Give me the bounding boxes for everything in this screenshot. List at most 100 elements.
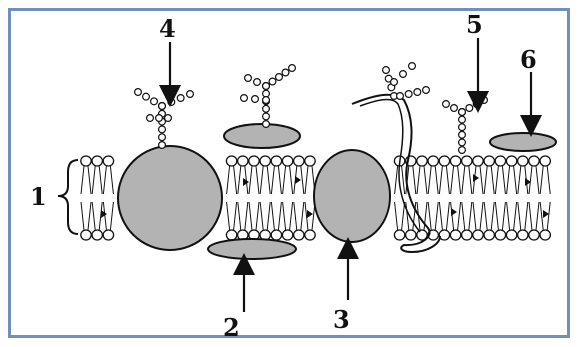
sugar-bead	[423, 87, 430, 94]
lipid-tail	[294, 202, 304, 230]
lipid-head	[226, 156, 236, 166]
integral-protein-center	[314, 150, 390, 242]
sugar-bead	[177, 95, 184, 102]
lipid-head	[226, 230, 236, 240]
lipid-head	[439, 230, 449, 240]
lipid-head	[439, 156, 449, 166]
lipid-head	[462, 156, 472, 166]
lipid-head	[540, 230, 550, 240]
lipid-tail	[529, 166, 539, 194]
lipid-head	[518, 230, 528, 240]
sugar-bead	[414, 89, 421, 96]
sugar-bead	[245, 75, 252, 82]
lipid-head	[394, 230, 404, 240]
lipid-tail	[271, 166, 281, 194]
lipid-tail	[495, 202, 505, 230]
lipid-head	[282, 230, 292, 240]
sugar-bead	[159, 142, 166, 149]
lipid-head	[417, 156, 427, 166]
lipid-head	[92, 230, 102, 240]
lipid-tail	[428, 202, 438, 230]
lipid-tail	[103, 202, 113, 230]
sugar-bead	[276, 74, 283, 81]
lipid-head	[81, 156, 91, 166]
lipid-tail	[518, 202, 528, 230]
sugar-bead	[159, 126, 166, 133]
sugar-bead	[252, 96, 259, 103]
lipid-head	[540, 156, 550, 166]
lipid-head	[473, 230, 483, 240]
sugar-bead	[481, 97, 488, 104]
lipid-head	[271, 156, 281, 166]
lipid-head	[484, 230, 494, 240]
lipid-head	[495, 230, 505, 240]
lipid-head	[450, 156, 460, 166]
sugar-bead	[263, 121, 270, 128]
sugar-bead	[263, 90, 270, 97]
lipid-tail	[260, 166, 270, 194]
sugar-bead	[383, 67, 390, 74]
lipid-tail	[238, 202, 248, 230]
sugar-bead	[400, 71, 407, 78]
label-4: 4	[159, 14, 176, 43]
lipid-tail	[507, 166, 517, 194]
lipid-head	[484, 156, 494, 166]
lipid-head	[305, 230, 315, 240]
sugar-bead	[165, 115, 172, 122]
sugar-bead	[263, 83, 270, 90]
lipid-tail	[451, 166, 461, 194]
sugar-bead	[151, 98, 158, 105]
lipid-tail	[484, 202, 494, 230]
sugar-bead	[143, 93, 150, 100]
lipid-head	[506, 156, 516, 166]
sugar-bead	[443, 101, 450, 108]
lipid-head	[103, 156, 113, 166]
lipid-tail	[507, 202, 517, 230]
lipid-tail	[451, 202, 461, 230]
lipid-tail	[484, 166, 494, 194]
lipid-head	[103, 230, 113, 240]
lipid-tail	[81, 202, 91, 230]
lipid-head	[260, 156, 270, 166]
lipid-head	[529, 156, 539, 166]
sugar-bead	[459, 147, 466, 154]
sugar-bead	[289, 65, 296, 72]
cholesterol-mark	[307, 210, 313, 218]
sugar-bead	[263, 97, 270, 104]
lipid-head	[450, 230, 460, 240]
sugar-bead	[397, 93, 404, 100]
lipid-tail	[428, 166, 438, 194]
lipid-tail	[473, 202, 483, 230]
lipid-head	[238, 156, 248, 166]
lipid-head	[249, 156, 259, 166]
lipid-head	[518, 156, 528, 166]
lipid-head	[529, 230, 539, 240]
cholesterol-mark	[543, 210, 549, 218]
sugar-bead	[459, 139, 466, 146]
sugar-bead	[459, 116, 466, 123]
lipid-head	[305, 156, 315, 166]
lipid-tail	[227, 202, 237, 230]
sugar-bead	[156, 115, 163, 122]
lipid-tail	[92, 202, 102, 230]
sugar-bead	[187, 91, 194, 98]
sugar-bead	[263, 105, 270, 112]
label-5: 5	[466, 10, 483, 39]
lipid-tail	[439, 166, 449, 194]
lipid-head	[462, 230, 472, 240]
lipid-tail	[271, 202, 281, 230]
lipid-tail	[283, 202, 293, 230]
peripheral-protein-bottom	[208, 239, 296, 259]
lipid-tail	[462, 166, 472, 194]
lipid-tail	[92, 166, 102, 194]
lipid-head	[294, 156, 304, 166]
cholesterol-mark	[451, 208, 457, 216]
lipid-head	[506, 230, 516, 240]
sugar-bead	[241, 95, 248, 102]
lipid-head	[294, 230, 304, 240]
lipid-head	[495, 156, 505, 166]
lipid-tail	[283, 166, 293, 194]
lipid-head	[406, 230, 416, 240]
lipid-tail	[249, 166, 259, 194]
